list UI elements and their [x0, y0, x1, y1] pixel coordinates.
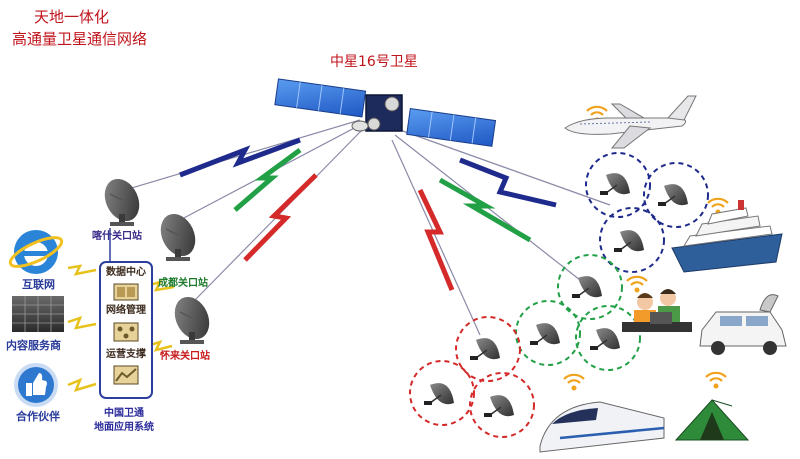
operation-support-icon — [113, 365, 139, 385]
diagram-title-line1: 天地一体化 — [34, 8, 110, 26]
bolt-navy-kashgar — [179, 137, 301, 178]
kashgar-dish-icon — [97, 172, 147, 228]
ground-system-box — [99, 261, 153, 399]
ground-links — [67, 228, 175, 392]
wifi-icon — [562, 373, 586, 392]
diagram-title-line2: 高通量卫星通信网络 — [12, 30, 148, 48]
children-laptop-icon — [622, 289, 692, 332]
data-center-label: 数据中心 — [106, 267, 146, 278]
link-bolts — [179, 137, 557, 291]
bolt-green-chengdu — [233, 147, 302, 212]
airplane-icon — [564, 95, 697, 149]
wifi-icon — [625, 275, 649, 294]
data-center-icon — [113, 283, 139, 301]
ship-icon — [671, 200, 783, 273]
internet-explorer-icon — [8, 230, 64, 274]
coverage-red — [409, 316, 535, 438]
partners-label: 合作伙伴 — [16, 410, 60, 423]
internet-label: 互联网 — [22, 278, 55, 291]
bolt-red-huailai — [243, 173, 318, 262]
train-icon — [539, 401, 665, 453]
chengdu-dish-icon — [153, 207, 203, 263]
bolt-navy-right — [459, 157, 557, 208]
huailai-station-label: 怀来关口站 — [160, 351, 210, 362]
network-management-icon — [113, 322, 139, 342]
system-caption-line1: 中国卫通 — [104, 408, 144, 419]
content-provider-label: 内容服务商 — [6, 339, 61, 352]
wifi-icon — [704, 371, 728, 390]
satellite-icon — [274, 78, 497, 147]
kashgar-station-label: 喀什关口站 — [92, 231, 142, 242]
coverage-navy — [585, 152, 709, 273]
server-rack-icon — [12, 296, 64, 332]
system-caption-line2: 地面应用系统 — [94, 422, 154, 433]
thumbs-up-icon — [14, 363, 58, 407]
tent-icon — [674, 399, 750, 441]
operation-support-label: 运营支撑 — [106, 349, 146, 360]
car-icon — [699, 294, 787, 355]
chengdu-station-label: 成都关口站 — [158, 278, 208, 289]
bolt-red-right — [417, 188, 455, 291]
network-management-label: 网络管理 — [106, 305, 146, 316]
coverage-green — [515, 254, 641, 371]
huailai-dish-icon — [167, 290, 217, 346]
satellite-label: 中星16号卫星 — [330, 54, 418, 70]
bolt-green-right — [438, 177, 532, 243]
